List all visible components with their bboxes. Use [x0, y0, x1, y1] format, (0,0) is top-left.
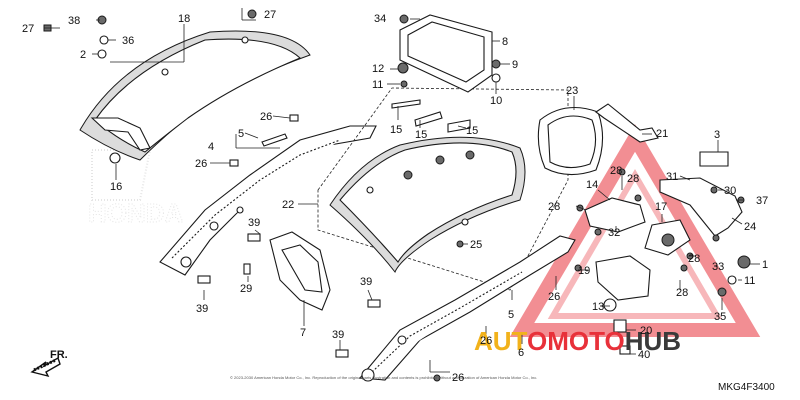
honda-background-logo: HONDA [88, 149, 184, 229]
callout-2: 2 [80, 49, 86, 61]
callout-37: 37 [756, 195, 768, 207]
watermark-text: AUTOMOTOHUB [474, 326, 681, 356]
watermark-prefix: AUT [474, 326, 528, 356]
seat-cowl-23 [537, 107, 604, 176]
control-unit-8 [397, 14, 493, 93]
callout-15: 15 [466, 125, 478, 137]
leader-lines [44, 8, 760, 373]
callout-5: 5 [508, 309, 514, 321]
callout-36: 36 [122, 35, 134, 47]
rear-fender-18 [79, 30, 311, 161]
callout-19: 19 [578, 265, 590, 277]
bracket-21 [595, 103, 659, 143]
callout-28: 28 [688, 253, 700, 265]
callout-27: 27 [22, 23, 34, 35]
callout-26: 26 [548, 291, 560, 303]
callout-39: 39 [332, 329, 344, 341]
callout-29: 29 [240, 283, 252, 295]
honda-brand-text: HONDA [88, 198, 184, 228]
callout-11: 11 [744, 275, 755, 287]
callout-10: 10 [490, 95, 502, 107]
callout-4: 4 [208, 141, 214, 153]
callout-8: 8 [502, 36, 508, 48]
callout-35: 35 [714, 311, 726, 323]
callout-27: 27 [264, 9, 276, 21]
callout-14: 14 [586, 179, 598, 191]
callout-23: 23 [566, 85, 578, 97]
callout-25: 25 [470, 239, 482, 251]
callout-26: 26 [452, 372, 464, 384]
callout-26: 26 [260, 111, 272, 123]
callout-34: 34 [374, 13, 386, 25]
callout-38: 38 [68, 15, 80, 27]
callout-39: 39 [360, 276, 372, 288]
callout-labels: 27 38 36 2 18 27 34 8 12 9 11 10 23 21 3… [22, 9, 768, 384]
callout-5: 5 [238, 128, 244, 140]
callout-1: 1 [762, 259, 768, 271]
side-bracket-7 [269, 231, 331, 311]
callout-16: 16 [110, 181, 122, 193]
rear-subframe-right [358, 235, 576, 382]
callout-20: 20 [640, 325, 652, 337]
callout-12: 12 [372, 63, 384, 75]
rear-subframe-left [159, 125, 377, 276]
callout-24: 24 [744, 221, 756, 233]
callout-6: 6 [518, 347, 524, 359]
tail-bracket-assembly [584, 177, 743, 333]
callout-18: 18 [178, 13, 190, 25]
direction-label: FR. [50, 349, 68, 361]
callout-11: 11 [372, 79, 383, 91]
plate-3 [699, 151, 729, 167]
fasteners [43, 9, 751, 382]
watermark-middle: OMOTO [527, 326, 625, 356]
callout-28: 28 [627, 173, 639, 185]
copyright-notice: © 2023-2030 American Honda Motor Co., In… [230, 375, 537, 380]
inner-fender-22 [317, 87, 569, 291]
watermark-suffix: HUB [625, 326, 681, 356]
callout-28: 28 [548, 201, 560, 213]
front-direction-arrow [30, 356, 61, 378]
callout-26: 26 [480, 335, 492, 347]
callout-32: 32 [608, 227, 620, 239]
callout-28: 28 [676, 287, 688, 299]
callout-15: 15 [390, 124, 402, 136]
callout-22: 22 [282, 199, 294, 211]
callout-33: 33 [712, 261, 724, 273]
callout-13: 13 [592, 301, 604, 313]
diagram-code: MKG4F3400 [718, 382, 775, 393]
callout-9: 9 [512, 59, 518, 71]
callout-39: 39 [248, 217, 260, 229]
callout-39: 39 [196, 303, 208, 315]
callout-40: 40 [638, 349, 650, 361]
callout-30: 30 [724, 185, 736, 197]
callout-15: 15 [415, 129, 427, 141]
callout-26: 26 [195, 158, 207, 170]
callout-7: 7 [300, 327, 306, 339]
callout-3: 3 [714, 129, 720, 141]
callout-31: 31 [666, 171, 678, 183]
callout-28: 28 [610, 165, 622, 177]
callout-21: 21 [656, 128, 668, 140]
callout-17: 17 [655, 201, 667, 213]
